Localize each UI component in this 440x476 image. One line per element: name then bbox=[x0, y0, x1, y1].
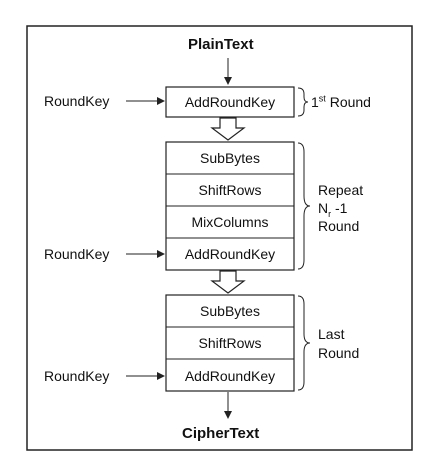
repeat-caption-line3: Round bbox=[318, 218, 360, 234]
last-step-subbytes: SubBytes bbox=[200, 303, 260, 319]
last-round-box bbox=[165, 294, 295, 392]
brace-middle-rounds bbox=[297, 142, 311, 270]
first-round-box bbox=[165, 86, 295, 118]
brace-last-round bbox=[297, 295, 311, 391]
middle-step-subbytes: SubBytes bbox=[200, 150, 260, 166]
first-round-caption: 1st Round bbox=[311, 93, 371, 110]
last-step-addroundkey: AddRoundKey bbox=[184, 368, 276, 384]
middle-step-shiftrows: ShiftRows bbox=[198, 182, 262, 198]
first-round-step: AddRoundKey bbox=[184, 94, 276, 110]
last-round-caption-line2: Round bbox=[318, 345, 360, 361]
last-round-caption-line1: Last bbox=[318, 326, 345, 342]
last-step-shiftrows: ShiftRows bbox=[198, 335, 262, 351]
hollow-arrow-1 bbox=[210, 117, 246, 141]
roundkey-label-3: RoundKey bbox=[44, 368, 110, 384]
ciphertext-label: CipherText bbox=[182, 425, 260, 442]
roundkey-label-2: RoundKey bbox=[44, 246, 110, 262]
outer-frame bbox=[26, 25, 413, 451]
brace-first-round bbox=[297, 87, 309, 117]
roundkey-label-1: RoundKey bbox=[44, 93, 110, 109]
plaintext-label: PlainText bbox=[188, 36, 254, 53]
repeat-caption-line1: Repeat bbox=[318, 182, 364, 198]
middle-step-mixcolumns: MixColumns bbox=[191, 214, 269, 230]
hollow-arrow-2 bbox=[210, 270, 246, 294]
repeat-caption-line2: Nr -1 bbox=[318, 200, 348, 219]
middle-step-addroundkey: AddRoundKey bbox=[184, 246, 276, 262]
